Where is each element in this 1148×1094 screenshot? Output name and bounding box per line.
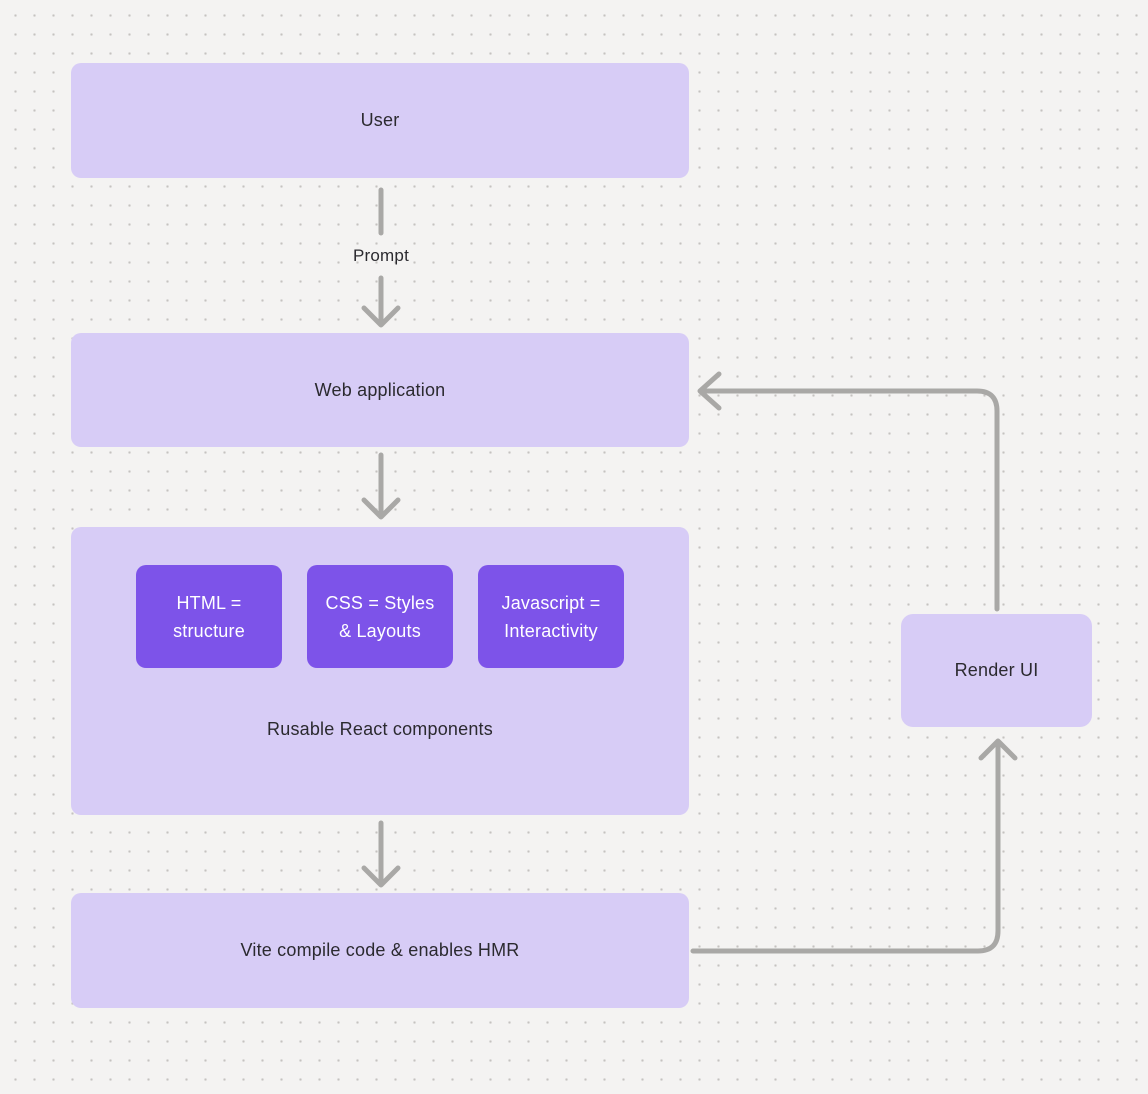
arrowhead-down-components-icon: [361, 497, 401, 520]
arrowhead-left-webapp-icon: [697, 371, 722, 411]
node-css-styles: CSS = Styles & Layouts: [307, 565, 453, 668]
node-user-label: User: [360, 110, 400, 130]
node-render-ui: Render UI: [901, 614, 1092, 727]
edge-renderui-to-webapp-line: [699, 388, 1000, 612]
node-react-components-group: HTML = structure CSS = Styles & Layouts …: [71, 527, 689, 815]
node-vite: Vite compile code & enables HMR: [71, 893, 689, 1008]
edge-label-prompt: Prompt: [353, 246, 409, 265]
node-user: User: [71, 63, 689, 178]
node-css-styles-label: CSS = Styles & Layouts: [325, 592, 435, 641]
node-vite-label: Vite compile code & enables HMR: [240, 940, 520, 960]
node-html-structure: HTML = structure: [136, 565, 282, 668]
node-javascript-interactivity-label: Javascript = Interactivity: [501, 592, 601, 641]
node-web-application: Web application: [71, 333, 689, 447]
node-web-application-label: Web application: [314, 379, 446, 400]
arrowhead-down-webapp-icon: [361, 305, 401, 328]
arrowhead-down-vite-icon: [361, 865, 401, 888]
arrowhead-up-renderui-icon: [978, 738, 1018, 761]
node-javascript-interactivity: Javascript = Interactivity: [478, 565, 624, 668]
node-html-structure-label: HTML = structure: [173, 592, 245, 641]
node-render-ui-label: Render UI: [954, 660, 1039, 680]
edge-vite-to-renderui-line: [690, 741, 1001, 954]
node-react-components-group-label: Rusable React components: [267, 719, 493, 739]
